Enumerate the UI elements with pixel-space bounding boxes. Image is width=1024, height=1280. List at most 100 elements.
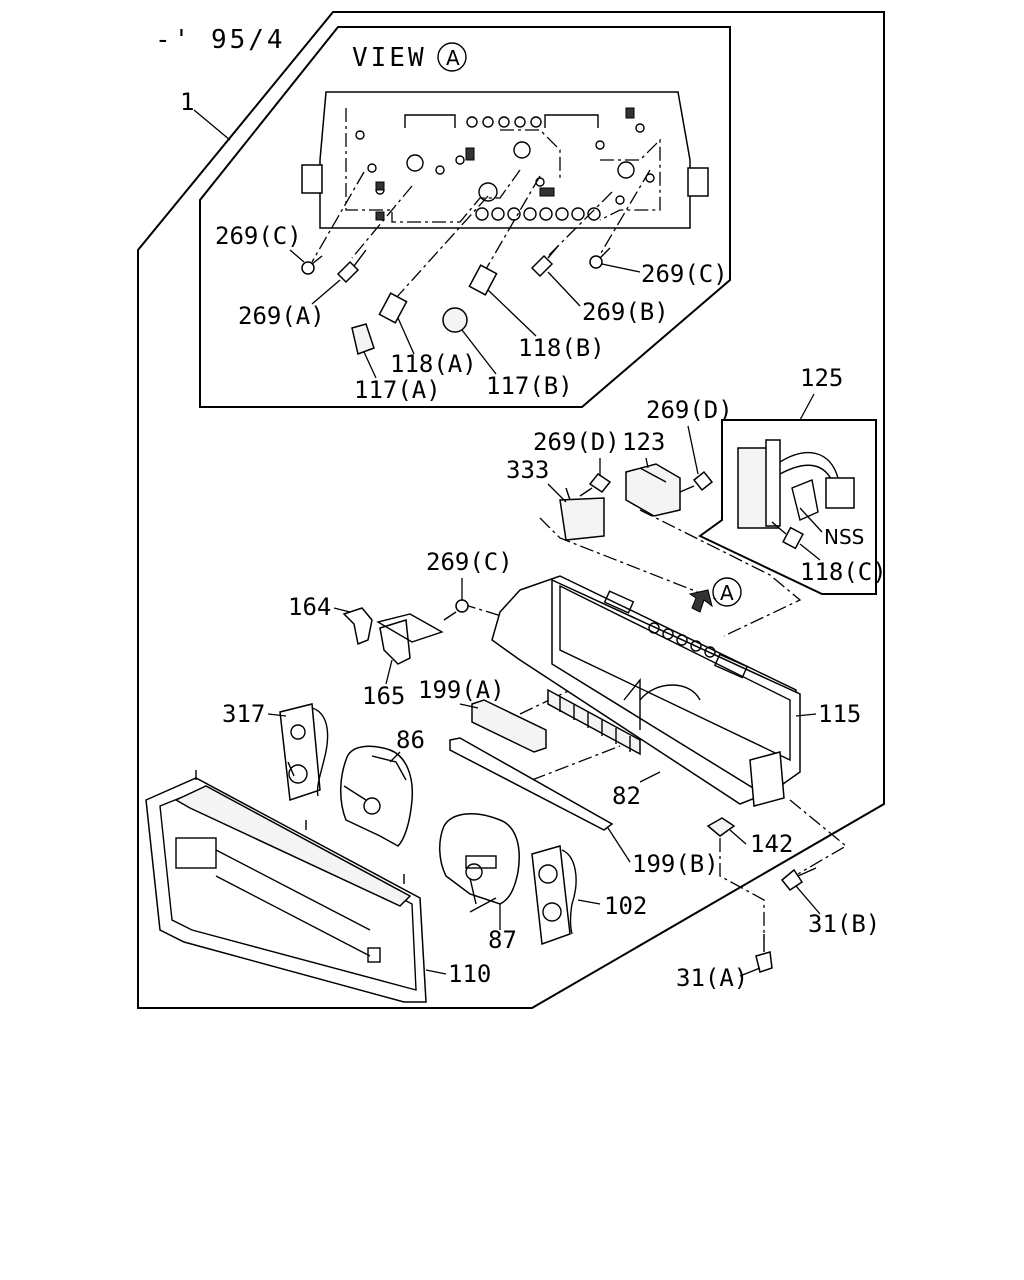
leader-118a bbox=[397, 317, 415, 355]
callout-317: 317 bbox=[222, 700, 265, 728]
screw-269c-right bbox=[589, 247, 611, 269]
callout-118b: 118(B) bbox=[518, 334, 605, 362]
view-a-inset-boundary bbox=[199, 26, 731, 408]
clip-164 bbox=[342, 607, 373, 646]
screw-269d-right bbox=[679, 470, 714, 493]
board-199a bbox=[471, 699, 547, 753]
leader-1 bbox=[193, 109, 231, 141]
leader-82 bbox=[639, 771, 661, 783]
bulb-118a bbox=[378, 292, 408, 324]
plate-165-outline bbox=[376, 613, 444, 643]
leader-199b bbox=[607, 827, 631, 863]
callout-82: 82 bbox=[612, 782, 641, 810]
view-arrow-letter: A bbox=[720, 581, 734, 605]
bulb-118b bbox=[468, 264, 498, 296]
callout-87: 87 bbox=[488, 926, 517, 954]
view-arrow-a[interactable]: A bbox=[688, 577, 742, 613]
callout-117b: 117(B) bbox=[486, 372, 573, 400]
callout-118c: 118(C) bbox=[800, 558, 887, 586]
bracket-333 bbox=[559, 487, 605, 541]
leader-118c bbox=[799, 543, 821, 561]
callout-125: 125 bbox=[800, 364, 843, 392]
leader-269a bbox=[311, 279, 341, 305]
bulb-118c bbox=[771, 521, 804, 550]
callout-123: 123 bbox=[622, 428, 665, 456]
leader-333 bbox=[547, 483, 567, 503]
callout-269c-right: 269(C) bbox=[641, 260, 728, 288]
nss-label: NSS bbox=[824, 525, 864, 549]
strip-199b bbox=[449, 737, 614, 831]
leader-125 bbox=[799, 393, 815, 421]
leader-102 bbox=[577, 899, 601, 905]
leader-199a bbox=[459, 703, 479, 709]
callout-269d-right: 269(D) bbox=[646, 396, 733, 424]
meter-86 bbox=[340, 745, 414, 847]
leader-117a bbox=[363, 351, 377, 379]
callout-142: 142 bbox=[750, 830, 793, 858]
leader-123 bbox=[645, 457, 649, 469]
callout-269a: 269(A) bbox=[238, 302, 325, 330]
lens-bezel-110 bbox=[145, 770, 427, 1003]
leader-110 bbox=[425, 969, 447, 975]
view-marker-circle bbox=[437, 42, 467, 72]
screw-31a bbox=[755, 934, 773, 973]
leader-86 bbox=[389, 751, 401, 763]
callout-31b: 31(B) bbox=[808, 910, 880, 938]
leader-142 bbox=[729, 829, 747, 845]
callout-199a: 199(A) bbox=[418, 676, 505, 704]
gauge-102 bbox=[531, 845, 577, 946]
screw-269c-left bbox=[301, 255, 323, 275]
screw-269b bbox=[530, 245, 559, 278]
screw-269d-left bbox=[579, 472, 612, 497]
leader-31b bbox=[795, 885, 821, 915]
leader-269c-right bbox=[601, 263, 641, 273]
leader-165 bbox=[385, 659, 393, 685]
view-title: VIEW bbox=[352, 43, 427, 73]
callout-269c-left: 269(C) bbox=[215, 222, 302, 250]
callout-86: 86 bbox=[396, 726, 425, 754]
leader-117b bbox=[461, 329, 497, 375]
callout-115: 115 bbox=[818, 700, 861, 728]
meter-87 bbox=[439, 813, 520, 913]
screw-269c-mid bbox=[443, 599, 469, 621]
leader-269d-right bbox=[687, 425, 699, 475]
callout-118a: 118(A) bbox=[390, 350, 477, 378]
callout-269c-mid: 269(C) bbox=[426, 548, 513, 576]
callout-31a: 31(A) bbox=[676, 964, 748, 992]
cover-123 bbox=[625, 463, 681, 517]
socket-117a bbox=[351, 323, 375, 356]
screw-269a bbox=[336, 249, 367, 284]
callout-164: 164 bbox=[288, 593, 331, 621]
circuit-board-back bbox=[301, 91, 709, 229]
leader-164 bbox=[333, 607, 351, 613]
callout-269d-left: 269(D) bbox=[533, 428, 620, 456]
leader-nss bbox=[799, 507, 823, 533]
revision-label: -' 95/4 bbox=[155, 25, 286, 55]
assembly-boundary bbox=[137, 11, 885, 1009]
callout-199b: 199(B) bbox=[632, 850, 719, 878]
view-marker-letter: A bbox=[446, 46, 460, 70]
leader-317 bbox=[267, 713, 287, 717]
callout-1: 1 bbox=[180, 88, 194, 116]
callout-102: 102 bbox=[604, 892, 647, 920]
callout-165: 165 bbox=[362, 682, 405, 710]
connector-inset-boundary bbox=[698, 419, 877, 595]
socket-117b bbox=[442, 307, 468, 333]
leader-115 bbox=[795, 713, 817, 717]
callout-269b: 269(B) bbox=[582, 298, 669, 326]
callout-333: 333 bbox=[506, 456, 549, 484]
leader-31a bbox=[739, 967, 761, 977]
screw-31b bbox=[780, 867, 817, 892]
gauge-317 bbox=[279, 703, 329, 802]
leader-269c-left bbox=[289, 249, 305, 263]
connector-125 bbox=[737, 439, 855, 529]
clip-142 bbox=[706, 817, 736, 837]
leader-118b bbox=[487, 289, 537, 337]
callout-110: 110 bbox=[448, 960, 491, 988]
cluster-case-115 bbox=[491, 575, 801, 807]
plate-165 bbox=[379, 619, 411, 665]
leader-269b bbox=[547, 271, 581, 307]
callout-117a: 117(A) bbox=[354, 376, 441, 404]
